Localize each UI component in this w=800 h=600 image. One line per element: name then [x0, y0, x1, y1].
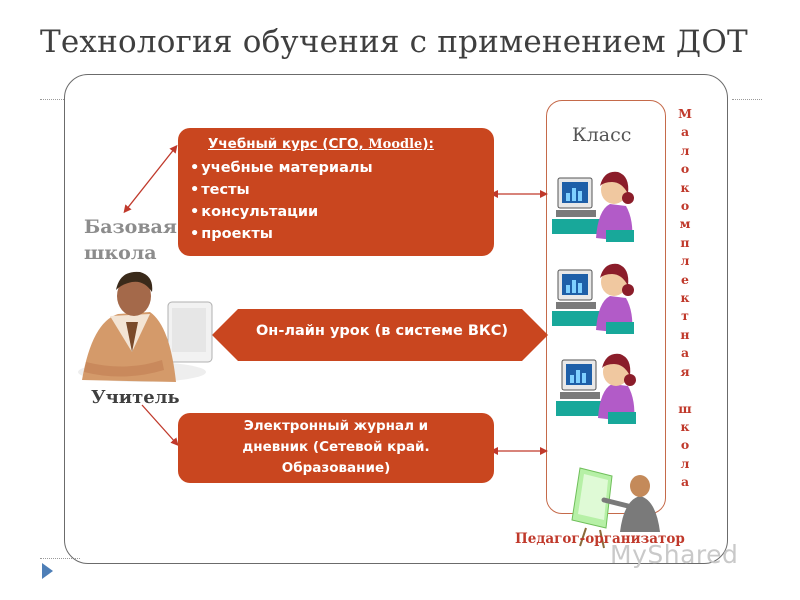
course-title-prefix: Учебный курс (СГО,: [208, 136, 369, 152]
vertical-letter: н: [680, 326, 690, 342]
journal-line-3: Образование): [281, 460, 391, 476]
course-items-list: учебные материалы тесты консультации про…: [190, 157, 494, 245]
organizer-at-board-icon: [571, 467, 660, 549]
vertical-letter: М: [678, 106, 692, 121]
vertical-letter: п: [680, 234, 690, 250]
vertical-letter: а: [680, 345, 690, 361]
course-title-suffix: ):: [422, 136, 434, 152]
arrow-teacher-to-journal: [141, 404, 179, 446]
course-item: учебные материалы: [190, 157, 494, 179]
vertical-letter: [676, 381, 694, 399]
base-school-line-1: Базовая: [84, 216, 177, 238]
course-item: консультации: [190, 201, 494, 223]
vertical-letter: о: [680, 161, 690, 177]
divider-left: [40, 99, 64, 100]
vertical-letter: а: [680, 474, 690, 490]
online-lesson-label: Он-лайн урок (в системе ВКС): [255, 323, 509, 339]
vertical-letter: к: [680, 179, 690, 195]
arrow-base-to-course: [123, 144, 178, 214]
vertical-letter: о: [680, 437, 690, 453]
online-lesson-arrow: [212, 309, 548, 361]
journal-line-2: дневник (Сетевой край.: [242, 439, 430, 455]
journal-line-1: Электронный журнал и: [243, 418, 429, 434]
course-item: тесты: [190, 179, 494, 201]
course-title-moodle: Moodle: [368, 137, 423, 152]
vertical-letter: о: [680, 198, 690, 214]
vertical-letter: л: [680, 253, 690, 269]
navigation-triangle-icon[interactable]: [42, 563, 53, 579]
organizer-label: Педагог-организатор: [515, 531, 685, 547]
base-school-line-2: школа: [84, 242, 157, 264]
vertical-letter: л: [680, 142, 690, 158]
course-box-title: Учебный курс (СГО, Moodle):: [208, 136, 494, 152]
vertical-letter: т: [681, 308, 689, 324]
diagram-frame: [64, 74, 728, 564]
divider-right: [732, 99, 762, 100]
vertical-letter: м: [679, 216, 691, 232]
base-school-label: Базовая школа: [84, 214, 177, 266]
slide-title: Технология обучения с применением ДОТ: [40, 24, 748, 60]
teacher-at-computer-icon: [78, 271, 213, 382]
journal-box: Электронный журнал и дневник (Сетевой кр…: [178, 413, 494, 483]
vertical-letter: л: [680, 455, 690, 471]
class-label: Класс: [572, 124, 632, 146]
teacher-label: Учитель: [91, 387, 180, 408]
vertical-letter: е: [681, 271, 689, 287]
watermark-logo: MyShared: [610, 540, 739, 569]
student-at-computer-icon: [552, 171, 634, 242]
student-at-computer-icon: [552, 263, 634, 334]
vertical-letter: к: [680, 418, 690, 434]
vertical-letter: а: [680, 124, 690, 140]
course-box: Учебный курс (СГО, Moodle): учебные мате…: [178, 128, 494, 256]
vertical-letter: я: [680, 363, 690, 379]
course-item: проекты: [190, 223, 494, 245]
vertical-letter: ш: [678, 400, 692, 416]
vertical-letter: к: [680, 290, 690, 306]
divider-bottom: [40, 558, 80, 559]
student-at-computer-icon: [556, 353, 636, 424]
